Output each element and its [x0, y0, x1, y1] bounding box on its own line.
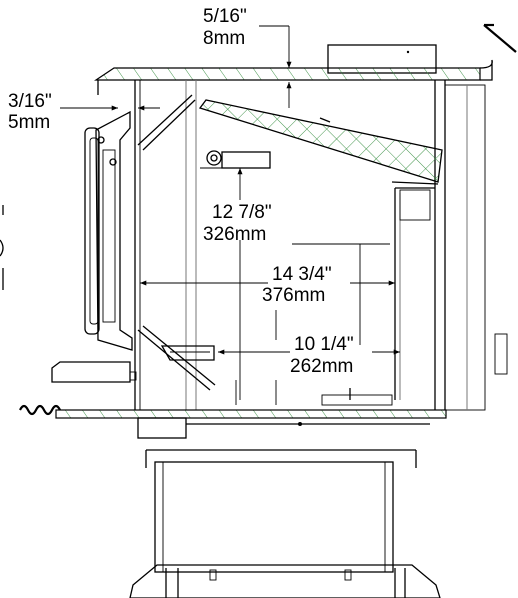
side-clearance-imperial: 3/16"	[8, 91, 52, 112]
pedestal-base	[129, 449, 441, 598]
baffle-to-floor-imperial: 12 7/8"	[212, 202, 272, 223]
firebox-depth-metric: 376mm	[262, 285, 325, 306]
bottom-plate	[19, 404, 447, 439]
dimension-firebox-height-lines	[218, 310, 400, 355]
baffle-to-floor-metric: 326mm	[203, 224, 266, 245]
dimension-firebox-depth-lines	[140, 243, 395, 345]
top-clearance-imperial: 5/16"	[203, 6, 247, 27]
top-shell	[94, 23, 517, 95]
left-edge-fragment	[0, 205, 4, 290]
baffle-board	[198, 99, 443, 185]
door-and-glass	[84, 94, 216, 391]
firebox-height-metric: 262mm	[290, 356, 353, 377]
side-clearance-metric: 5mm	[8, 112, 50, 133]
firebox-height-imperial: 10 1/4"	[294, 334, 354, 355]
top-clearance-metric: 8mm	[203, 28, 245, 49]
front-apron	[51, 345, 215, 383]
dimension-top-clearance-lines	[259, 25, 292, 108]
firebox-depth-imperial: 14 3/4"	[272, 264, 332, 285]
firebox-body	[134, 80, 508, 411]
